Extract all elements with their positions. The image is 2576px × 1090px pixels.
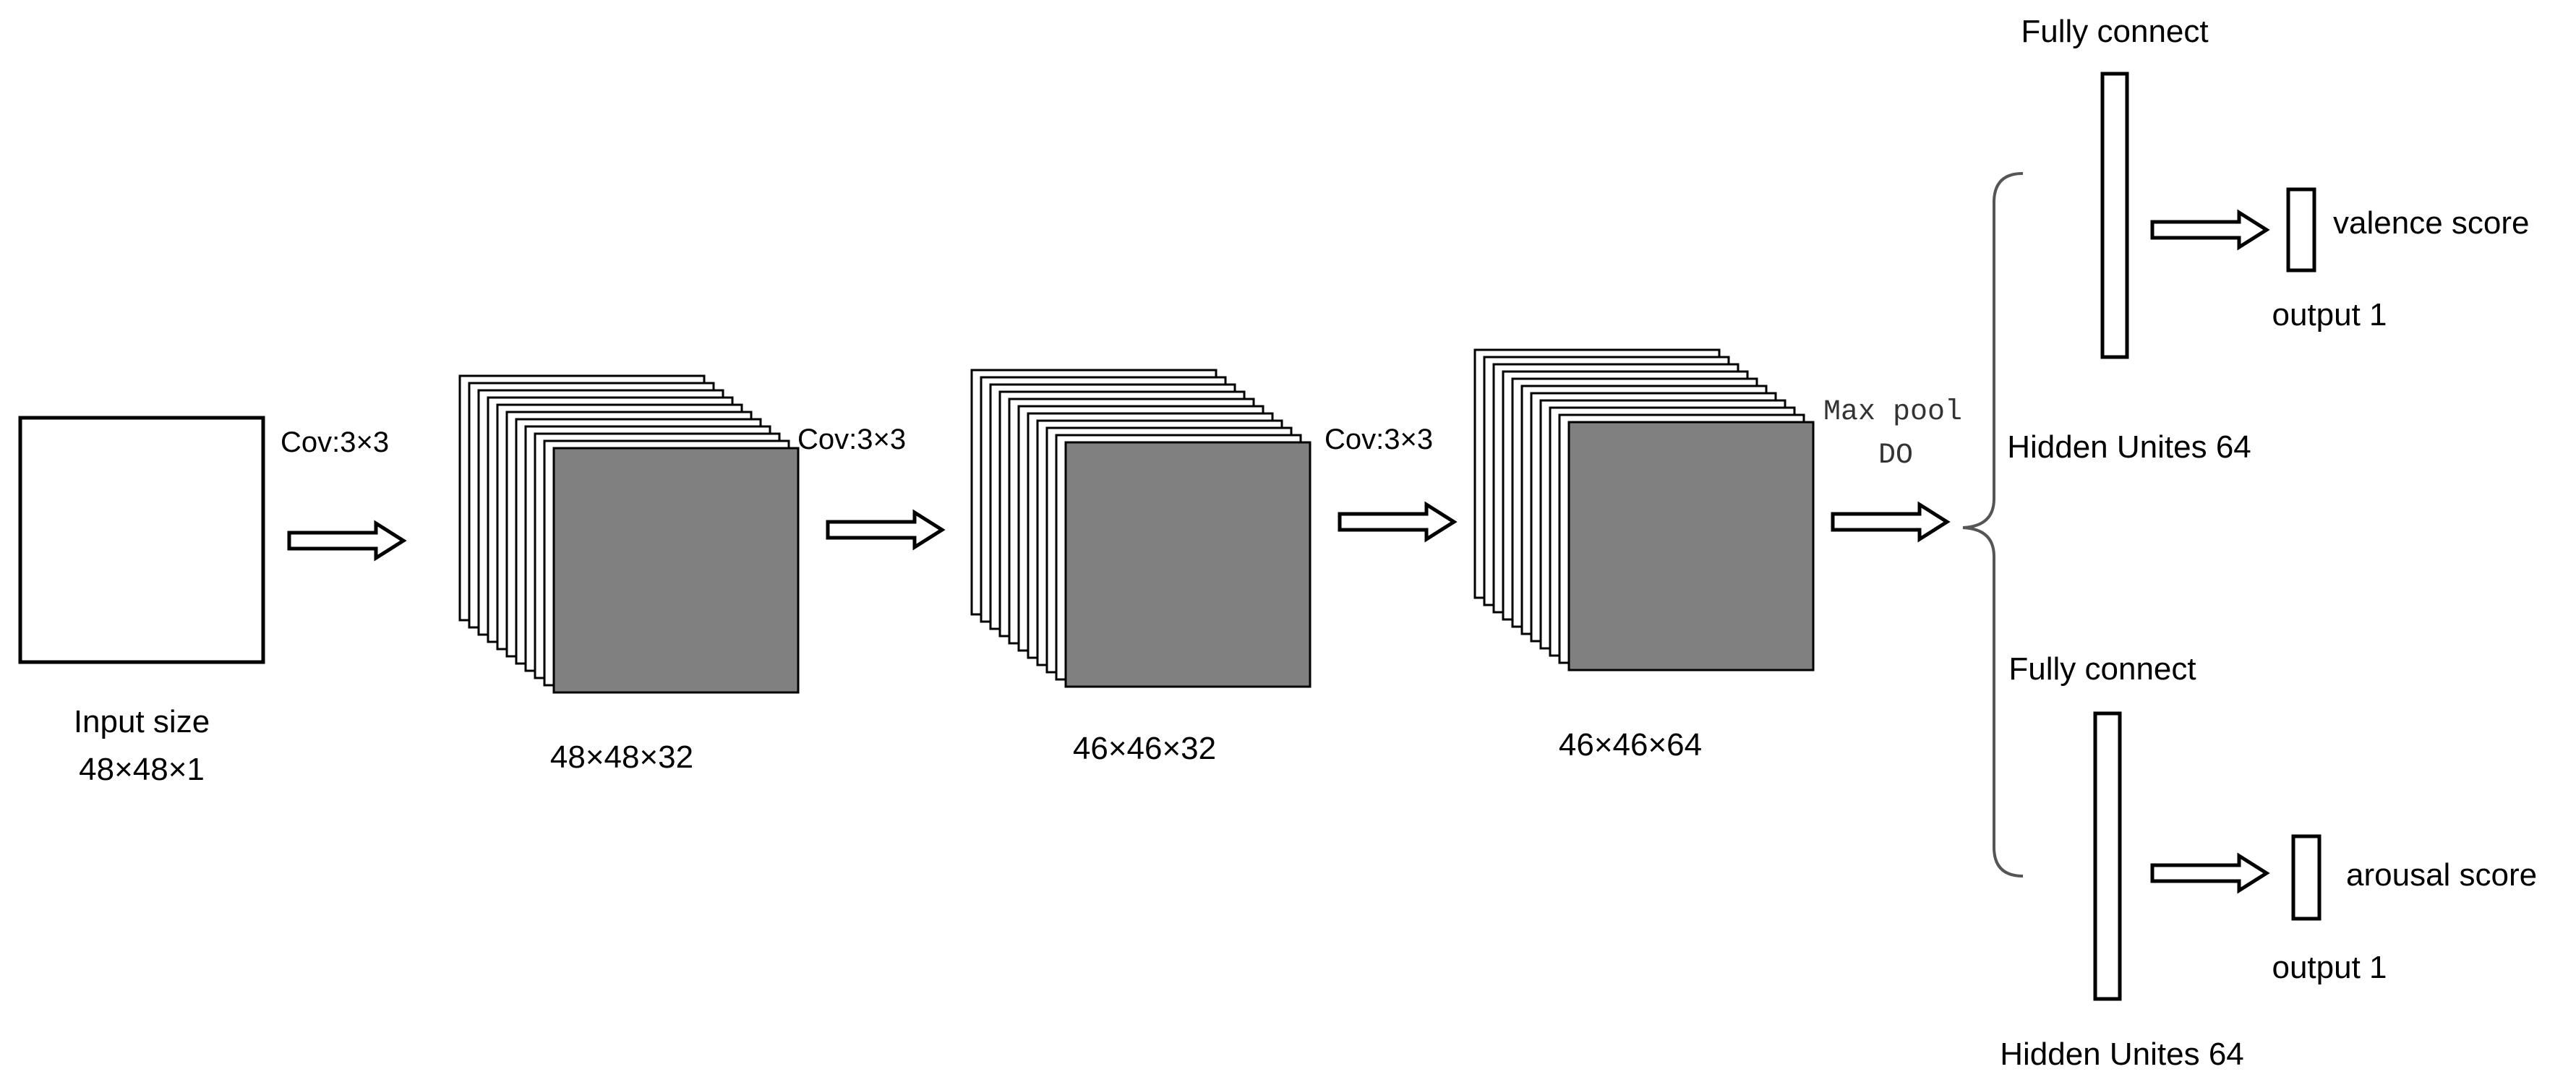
input-image-box xyxy=(18,416,265,664)
fc-layer-bar-2 xyxy=(2093,711,2122,1001)
arousal-score-label: arousal score xyxy=(2346,857,2537,893)
arrow-stack1-to-stack2 xyxy=(828,512,942,547)
input-dimensions-label: 48×48×1 xyxy=(79,752,205,787)
stack3-dimensions-label: 46×46×64 xyxy=(1559,727,1702,763)
conv-label-2: Cov:3×3 xyxy=(797,424,906,455)
dropout-label: DO xyxy=(1878,439,1913,472)
input-size-label: Input size xyxy=(74,704,210,739)
stack2-dimensions-label: 46×46×32 xyxy=(1073,731,1216,766)
conv-label-1: Cov:3×3 xyxy=(281,426,389,458)
max-pool-label: Max pool xyxy=(1823,396,1962,429)
feature-map-stacks xyxy=(458,348,1815,694)
stack1-dimensions-label: 48×48×32 xyxy=(550,739,693,775)
valence-score-label: valence score xyxy=(2333,205,2529,241)
arrow-fc1-to-output1 xyxy=(2152,213,2267,247)
fully-connect-label-1: Fully connect xyxy=(2021,14,2208,49)
feature-map-front-layer xyxy=(1064,441,1311,688)
hidden-units-label-1: Hidden Unites 64 xyxy=(2007,429,2251,465)
feature-map-stack-3 xyxy=(1473,348,1815,671)
arrow-fc2-to-output2 xyxy=(2152,856,2267,891)
fully-connect-label-2: Fully connect xyxy=(2008,651,2196,687)
feature-map-front-layer xyxy=(1567,421,1815,671)
hidden-units-label-2: Hidden Unites 64 xyxy=(2000,1037,2244,1072)
output-node-1 xyxy=(2286,187,2316,272)
arrow-stack2-to-stack3 xyxy=(1340,505,1454,539)
fc-layer-bar-1 xyxy=(2100,72,2129,359)
arrow-stack3-to-brace xyxy=(1833,505,1947,539)
output-label-2: output 1 xyxy=(2272,950,2387,985)
feature-map-stack-2 xyxy=(970,369,1311,688)
output-node-2 xyxy=(2291,834,2322,921)
feature-map-stack-1 xyxy=(458,374,800,694)
conv-label-3: Cov:3×3 xyxy=(1325,424,1433,455)
branch-brace xyxy=(1962,172,2024,877)
feature-map-front-layer xyxy=(552,447,800,694)
output-label-1: output 1 xyxy=(2272,297,2387,332)
arrow-input-to-stack1 xyxy=(289,523,403,558)
